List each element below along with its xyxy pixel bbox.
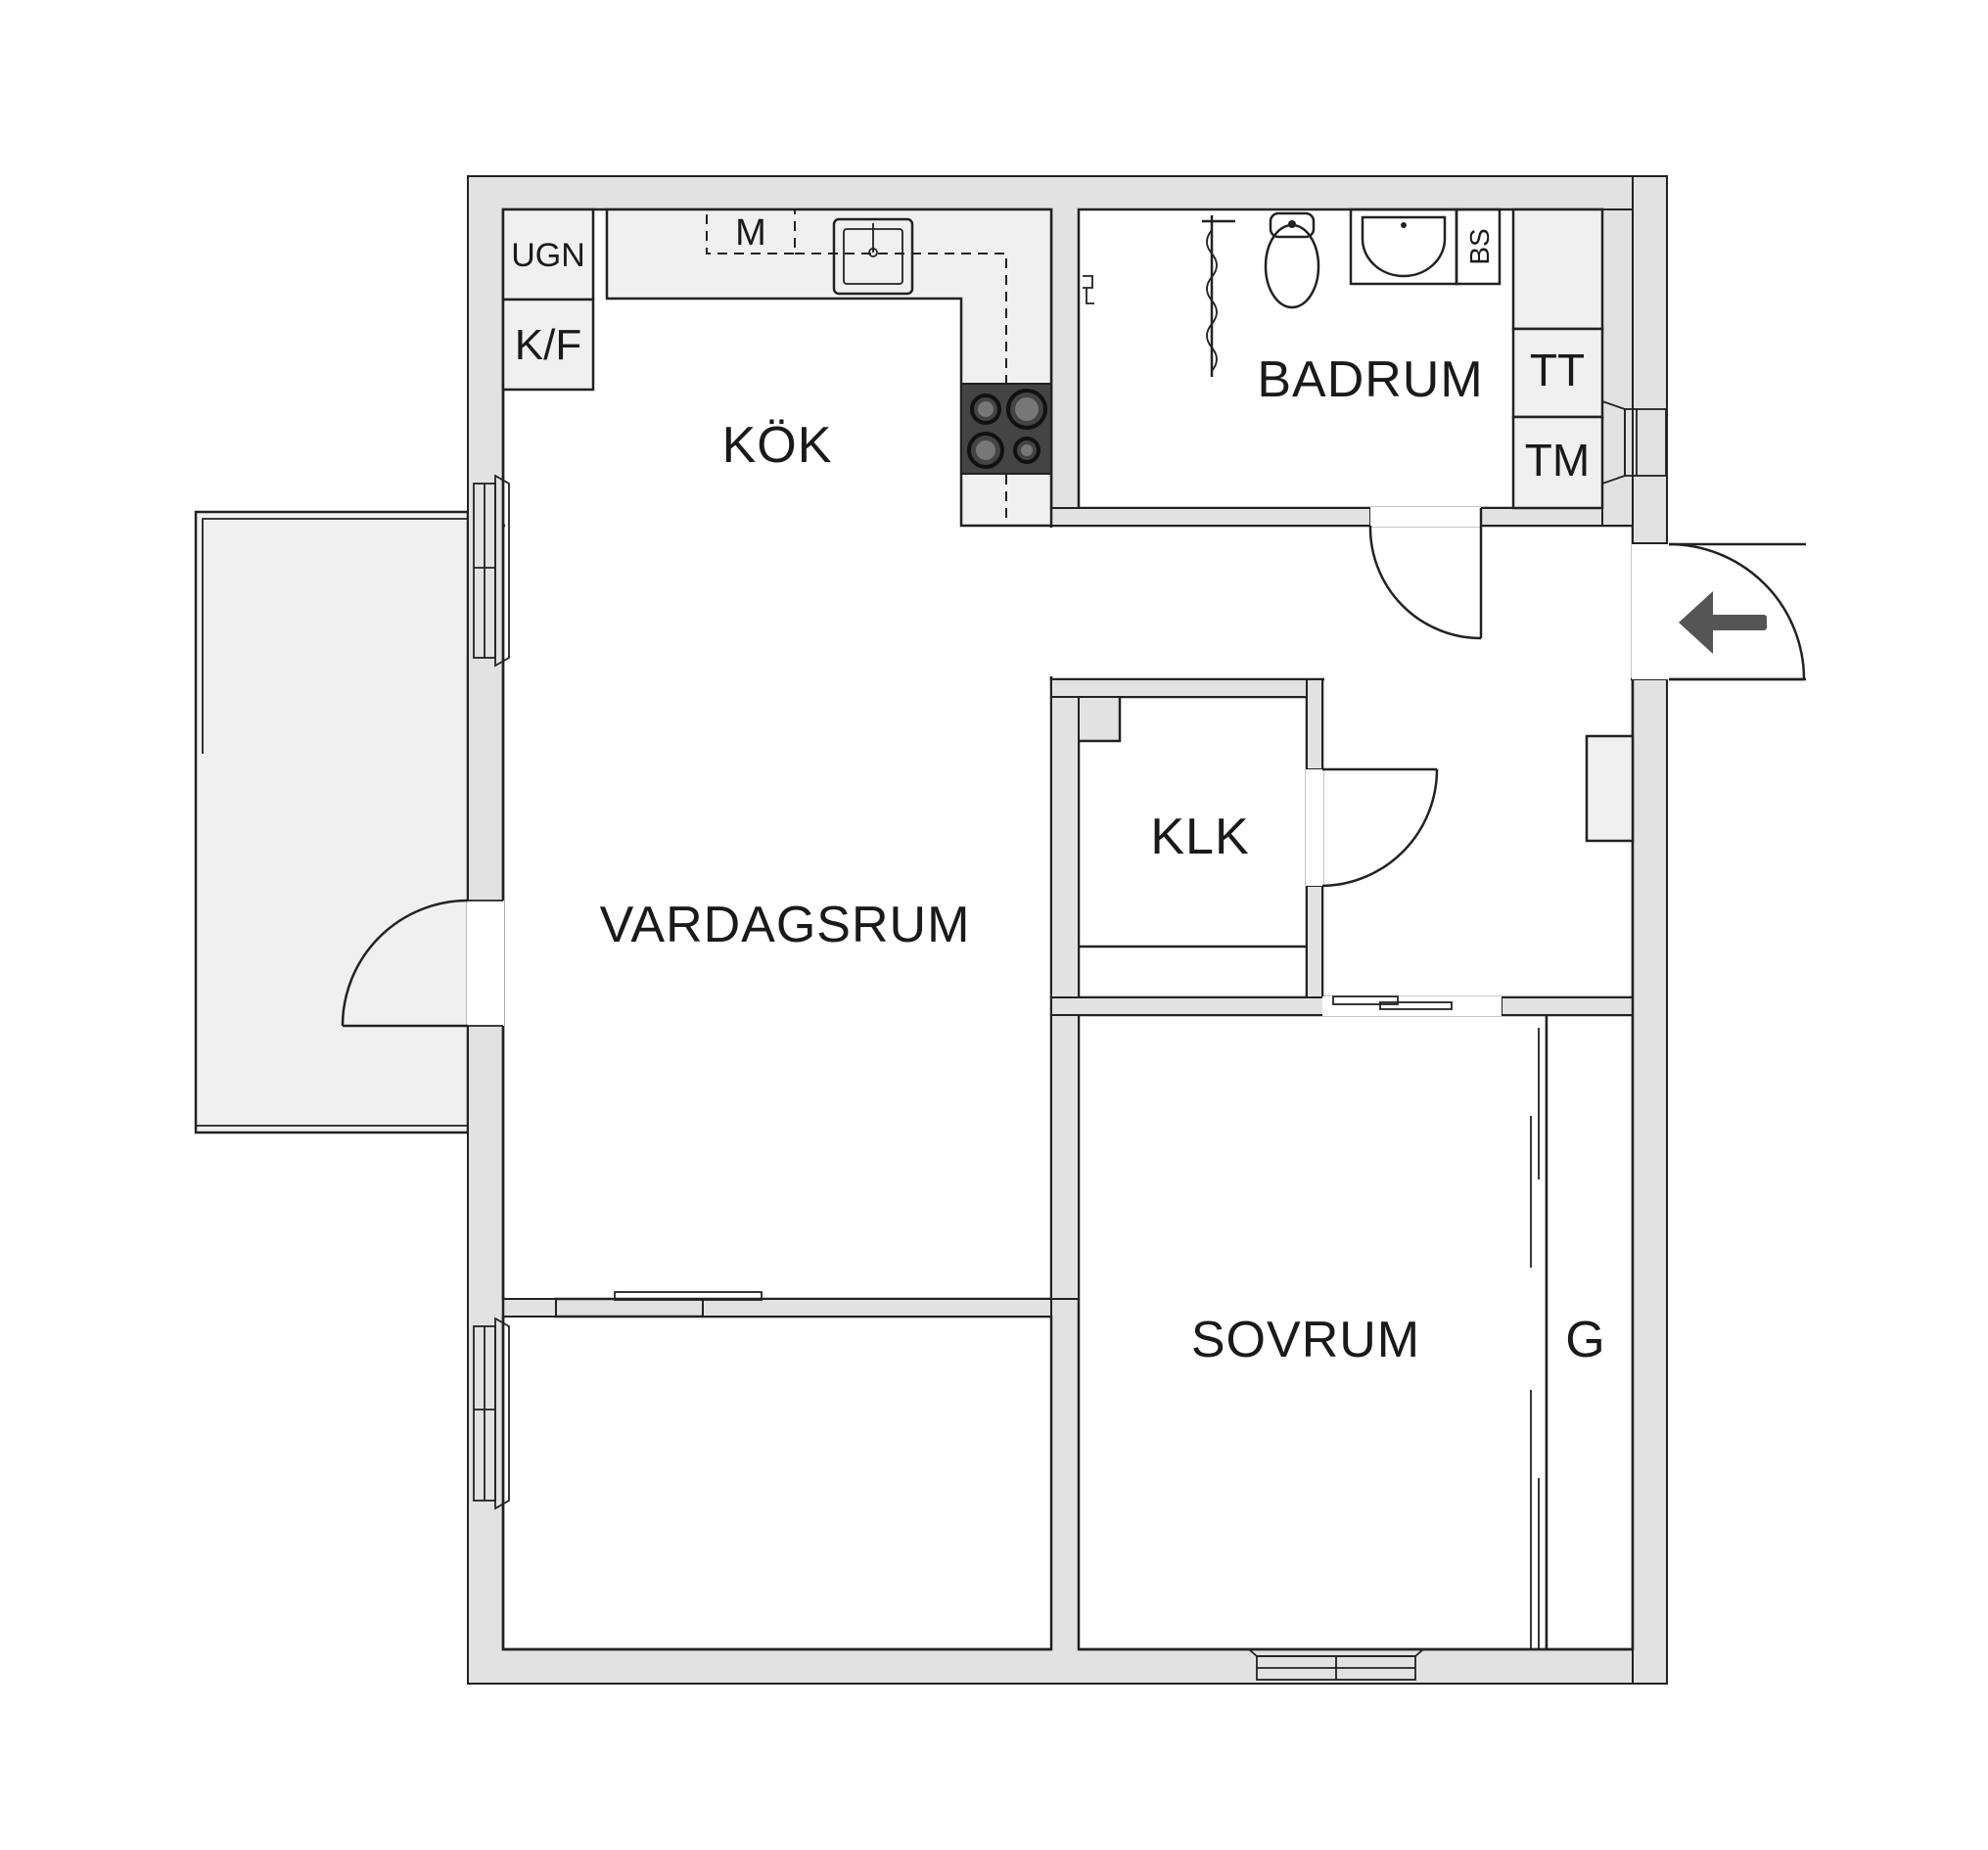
stove-icon	[960, 383, 1052, 475]
living-sliding-door	[614, 1291, 763, 1301]
vent	[1601, 399, 1667, 486]
window-bedroom	[1246, 1648, 1426, 1681]
wardrobe-doors	[1530, 1028, 1540, 1649]
bathroom-door	[1368, 507, 1483, 640]
hall-shelf	[1585, 734, 1635, 843]
bedroom-label: SOVRUM	[1191, 1312, 1420, 1368]
lower-room-floor	[501, 1315, 1053, 1651]
cabinet-label: BS	[1464, 228, 1495, 264]
oven-label: UGN	[511, 237, 585, 274]
sink-icon	[832, 217, 914, 296]
balcony-door	[341, 899, 504, 1028]
balcony	[194, 510, 470, 1134]
wardrobe-label: G	[1565, 1312, 1605, 1368]
closet-door	[1079, 767, 1439, 948]
bathroom-sink	[1349, 208, 1502, 286]
toilet-icon	[1264, 211, 1320, 309]
window-lower-room	[473, 1317, 510, 1510]
dryer-label: TT	[1530, 345, 1585, 395]
living-room-floor	[501, 524, 1053, 1301]
bathroom-label: BADRUM	[1257, 351, 1483, 408]
entrance-door	[1668, 542, 1806, 681]
bedroom-floor	[1077, 1013, 1549, 1651]
fridge-freezer-label: K/F	[515, 321, 581, 369]
living-room-label: VARDAGSRUM	[600, 897, 971, 953]
arrow-left-icon	[1679, 591, 1767, 654]
kitchen-counter	[501, 208, 1053, 528]
shower-icon	[1083, 215, 1235, 377]
closet-label: KLK	[1150, 809, 1249, 865]
washer-label: TM	[1525, 435, 1590, 486]
window-kitchen-living	[473, 474, 510, 668]
bedroom-sliding-door	[1322, 995, 1502, 1016]
hall-floor	[1320, 677, 1635, 999]
kitchen-label: KÖK	[722, 417, 833, 474]
microwave-label: M	[735, 212, 766, 254]
laundry-column	[1511, 208, 1604, 510]
